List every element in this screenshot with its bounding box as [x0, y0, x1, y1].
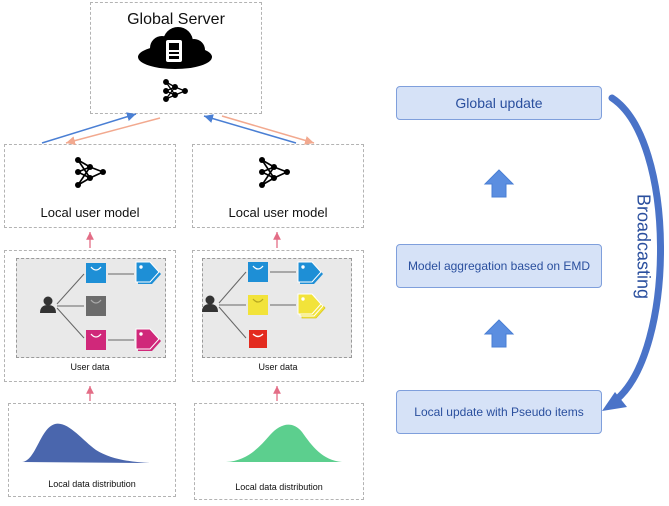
distribution-box-2 — [194, 403, 364, 500]
local-model-label-1: Local user model — [40, 205, 140, 220]
local-update-box: Local update with Pseudo items — [396, 390, 602, 434]
shopping-bag-icon — [248, 262, 268, 282]
distribution-curve-2 — [226, 424, 342, 462]
up-arrow-icon — [483, 319, 515, 348]
global-server-title: Global Server — [127, 11, 225, 28]
local-model-box-2 — [192, 144, 364, 228]
price-tag-icon — [135, 261, 161, 284]
shopping-bag-icon — [248, 295, 268, 315]
price-tag-icon — [135, 328, 161, 351]
price-tag-icon — [297, 261, 323, 284]
user-data-panel-2 — [202, 258, 352, 358]
user-data-label-1: User data — [70, 362, 110, 372]
global-network-icon — [163, 79, 188, 102]
user-data-box-2 — [192, 250, 364, 382]
global-server-box — [90, 2, 262, 114]
distribution-label-1: Local data distribution — [48, 479, 136, 489]
broadcasting-curve-arrow — [608, 94, 664, 404]
cloud-server-icon — [138, 27, 212, 69]
user-item-graph-2 — [202, 261, 326, 348]
model-aggregation-label: Model aggregation based on EMD — [407, 259, 591, 273]
local-update-label: Local update with Pseudo items — [414, 405, 584, 419]
local-model-box-1 — [4, 144, 176, 228]
download-arrow-1 — [65, 117, 161, 146]
broadcasting-arrowhead — [602, 392, 627, 411]
shopping-bag-icon — [86, 296, 106, 316]
upload-arrow-2 — [203, 114, 297, 144]
shopping-bag-icon — [86, 330, 106, 350]
price-tag-icon — [297, 293, 326, 319]
upload-arrow-1 — [41, 112, 137, 144]
user-data-label-2: User data — [258, 362, 298, 372]
local-model-label-2: Local user model — [228, 205, 328, 220]
distribution-label-2: Local data distribution — [235, 482, 323, 492]
user-data-box-1 — [4, 250, 176, 382]
distribution-box-1 — [8, 403, 176, 497]
global-update-box: Global update — [396, 86, 602, 120]
shopping-bag-icon — [249, 330, 267, 348]
distribution-curve-1 — [22, 423, 150, 463]
shopping-bag-icon — [86, 263, 106, 283]
up-arrow-icon — [483, 169, 515, 198]
user-item-graph-1 — [40, 261, 161, 351]
global-update-label: Global update — [455, 95, 543, 111]
model-aggregation-box: Model aggregation based on EMD — [396, 244, 602, 288]
download-arrow-2 — [221, 115, 315, 145]
